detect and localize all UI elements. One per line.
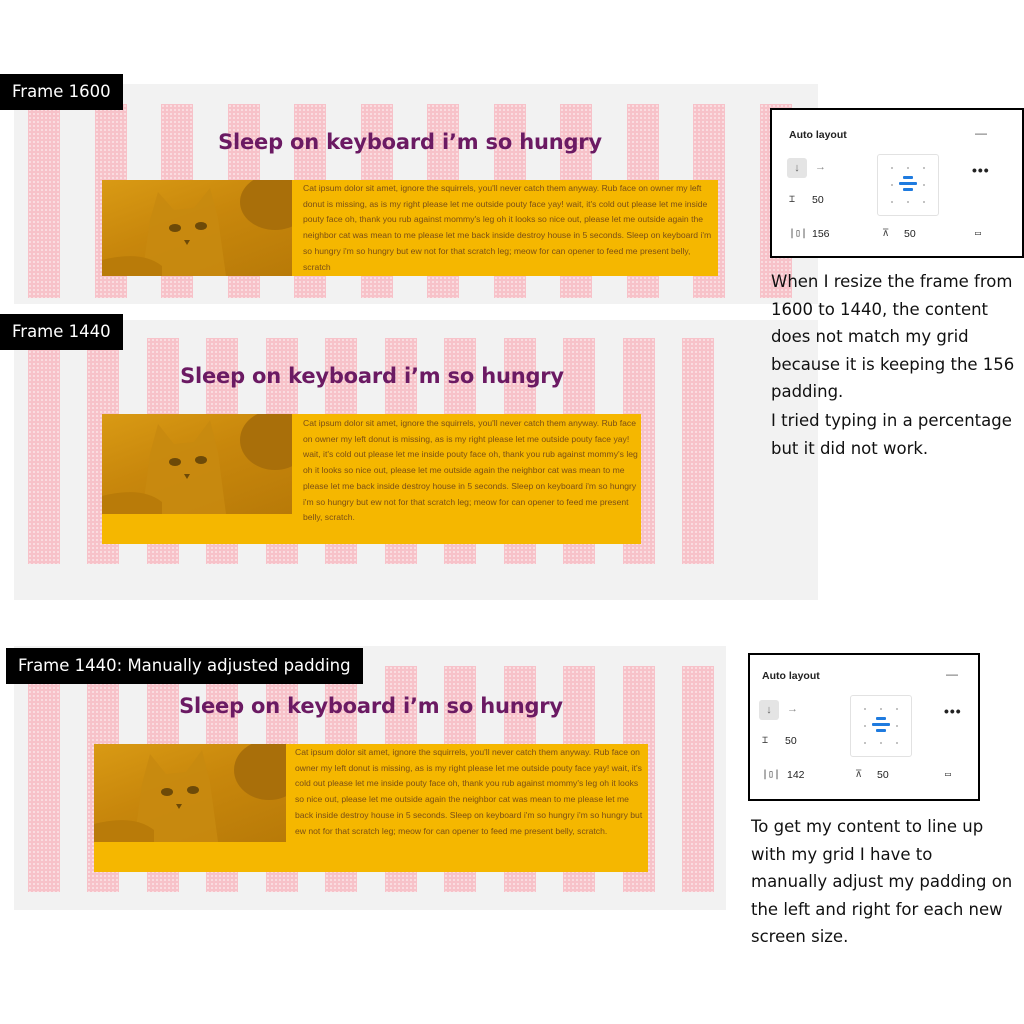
- frame-1600-paragraph: Cat ipsum dolor sit amet, ignore the squ…: [303, 183, 712, 272]
- horizontal-padding-icon: |▯|: [789, 228, 808, 239]
- frame-1440-content-block: Cat ipsum dolor sit amet, ignore the squ…: [102, 414, 641, 544]
- arrow-right-icon[interactable]: →: [815, 161, 826, 173]
- grid-column: [681, 338, 714, 564]
- frame-1440-manual-content-block: Cat ipsum dolor sit amet, ignore the squ…: [94, 744, 648, 872]
- resize-icon[interactable]: ▭: [945, 769, 952, 780]
- resize-icon[interactable]: ▭: [975, 228, 982, 239]
- arrow-down-icon[interactable]: ↓: [787, 158, 807, 178]
- auto-layout-panel-2: Auto layout — ↓ → ••• ⌶ 50 |▯| 142 ⊼ 50 …: [748, 653, 980, 801]
- grid-column: [28, 338, 60, 564]
- panel-title: Auto layout: [789, 129, 847, 141]
- frame-1600-content-block: Cat ipsum dolor sit amet, ignore the squ…: [102, 180, 718, 276]
- vertical-padding-icon: ⊼: [855, 769, 863, 780]
- horizontal-padding-value[interactable]: 156: [812, 228, 830, 240]
- grid-column: [28, 666, 60, 892]
- frame-1440-paragraph: Cat ipsum dolor sit amet, ignore the squ…: [303, 418, 638, 523]
- spacing-icon: ⌶: [789, 194, 796, 205]
- more-options-icon[interactable]: •••: [972, 162, 990, 178]
- frame-1600-label: Frame 1600: [0, 74, 123, 110]
- spacing-icon: ⌶: [762, 735, 769, 746]
- frame-1440-manual-paragraph: Cat ipsum dolor sit amet, ignore the squ…: [295, 747, 643, 836]
- arrow-right-icon[interactable]: →: [787, 703, 798, 715]
- vertical-padding-value[interactable]: 50: [877, 769, 889, 781]
- vertical-padding-icon: ⊼: [882, 228, 890, 239]
- frame-1440-heading: Sleep on keyboard i’m so hungry: [180, 364, 564, 388]
- frame-1440-manual-label: Frame 1440: Manually adjusted padding: [6, 648, 363, 684]
- collapse-icon[interactable]: —: [946, 667, 958, 681]
- vertical-padding-value[interactable]: 50: [904, 228, 916, 240]
- panel-title: Auto layout: [762, 670, 820, 682]
- frame-1600-cat-image: [102, 180, 292, 276]
- spacing-value[interactable]: 50: [785, 735, 797, 747]
- alignment-box[interactable]: [850, 695, 912, 757]
- horizontal-padding-icon: |▯|: [762, 769, 781, 780]
- frame-1440-cat-image: [102, 414, 292, 514]
- alignment-box[interactable]: [877, 154, 939, 216]
- arrow-down-icon[interactable]: ↓: [759, 700, 779, 720]
- collapse-icon[interactable]: —: [975, 126, 987, 140]
- spacing-value[interactable]: 50: [812, 194, 824, 206]
- note-manual-adjust: To get my content to line up with my gri…: [751, 817, 1013, 946]
- frame-1440-manual-cat-image: [94, 744, 286, 842]
- frame-1440-label: Frame 1440: [0, 314, 123, 350]
- frame-1440-manual-heading: Sleep on keyboard i’m so hungry: [179, 694, 563, 718]
- grid-column: [28, 104, 60, 298]
- more-options-icon[interactable]: •••: [944, 703, 962, 719]
- note-resize-problem: When I resize the frame from 1600 to 144…: [771, 272, 1015, 401]
- grid-column: [681, 666, 714, 892]
- frame-1600-heading: Sleep on keyboard i’m so hungry: [218, 130, 602, 154]
- auto-layout-panel-1: Auto layout — ↓ → ••• ⌶ 50 |▯| 156 ⊼ 50 …: [770, 108, 1024, 258]
- note-percentage-attempt: I tried typing in a percentage but it di…: [771, 411, 1012, 458]
- horizontal-padding-value[interactable]: 142: [787, 769, 805, 781]
